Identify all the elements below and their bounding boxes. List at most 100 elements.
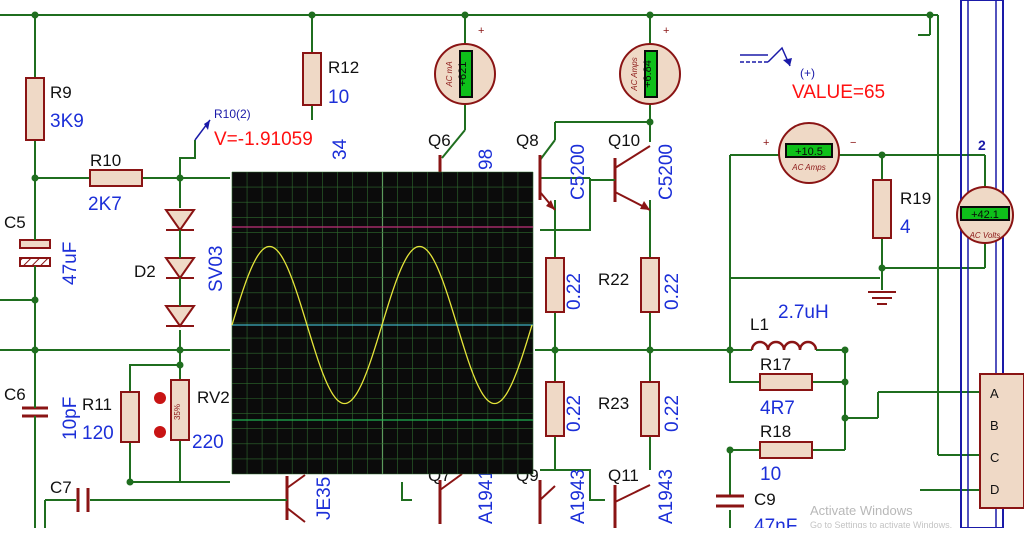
r20-value: 0.22 xyxy=(564,273,585,310)
capacitor-c6[interactable]: C6 10pF xyxy=(4,385,81,440)
resistor-r17[interactable]: R17 4R7 xyxy=(759,355,813,419)
c7-ref: C7 xyxy=(50,478,72,497)
r23-ref: R23 xyxy=(598,394,629,413)
meter-ac-amps-2-unit: AC Amps xyxy=(791,163,826,172)
r10-value: 2K7 xyxy=(88,194,122,215)
q5-value: JE35 xyxy=(314,477,335,520)
meter-ac-volts-reading: +42.1 xyxy=(971,209,999,221)
q10-value: C5200 xyxy=(656,144,677,200)
meter-ac-ma-unit: AC mA xyxy=(445,61,454,87)
transistor-q10[interactable]: Q10 C5200 xyxy=(590,131,677,211)
oscilloscope-grid xyxy=(231,171,534,475)
meter-ac-amps-2-reading: +10.5 xyxy=(795,146,823,158)
r9-ref: R9 xyxy=(50,83,72,102)
windows-activation-watermark: Activate Windows Go to Settings to activ… xyxy=(810,503,952,530)
rv2-up-button[interactable] xyxy=(154,392,166,404)
meter-ac-amps-2[interactable]: +10.5 AC Amps + − xyxy=(763,122,856,184)
oscilloscope-trace xyxy=(231,245,533,405)
q6-value: 98 xyxy=(476,149,497,170)
connector-pin-d: D xyxy=(990,482,999,497)
capacitor-c9[interactable]: C9 47nF xyxy=(716,490,797,533)
transistor-q9[interactable]: Q9 A1943 xyxy=(516,466,589,524)
resistor-r23[interactable]: R23 0.22 xyxy=(598,381,683,437)
meter-ac-amps-1-unit: AC Amps xyxy=(630,57,639,92)
resistor-r22[interactable]: R22 0.22 xyxy=(598,257,683,313)
c9-value: 47nF xyxy=(754,516,797,528)
connector-pin-c: C xyxy=(990,450,999,465)
r9-value: 3K9 xyxy=(50,111,84,132)
ground-symbol xyxy=(868,291,896,305)
voltage-probe[interactable]: R10(2) V=-1.91059 xyxy=(194,107,313,150)
l1-ref: L1 xyxy=(750,315,769,334)
l1-value: 2.7uH xyxy=(778,302,829,323)
oscilloscope-window[interactable] xyxy=(231,171,534,475)
connector-block[interactable]: A B C D xyxy=(979,373,1024,509)
c5-ref: C5 xyxy=(4,213,26,232)
d2-value: SV03 xyxy=(206,246,227,292)
inductor-l1[interactable]: L1 2.7uH xyxy=(750,302,829,351)
transistor-q8[interactable]: Q8 C5200 xyxy=(516,131,589,211)
resistor-r18[interactable]: R18 10 xyxy=(759,422,813,485)
transistor-q11[interactable]: Q11 A1943 xyxy=(608,466,677,528)
c5-value: 47uF xyxy=(60,242,81,285)
meter-ac-amps-1-reading: +6.84 xyxy=(642,60,654,88)
resistor-r12[interactable]: R12 10 xyxy=(302,52,359,108)
r18-ref: R18 xyxy=(760,422,791,441)
r10-ref: R10 xyxy=(90,151,121,170)
capacitor-c5[interactable]: C5 47uF xyxy=(4,213,81,285)
meter-ac-amps-1[interactable]: +6.84 AC Amps + xyxy=(619,25,681,105)
r22-ref: R22 xyxy=(598,270,629,289)
partial-q5-value: 34 xyxy=(330,138,351,160)
meter-ac-volts[interactable]: +42.1 AC Volts 2 xyxy=(956,137,1014,244)
watermark-subtitle: Go to Settings to activate Windows. xyxy=(810,520,952,528)
q11-value: A1943 xyxy=(656,469,677,524)
signal-generator[interactable]: (+) VALUE=65 xyxy=(740,46,885,103)
q7-value: A1941 xyxy=(476,469,497,524)
meter-ac-amps-1-plus: + xyxy=(663,25,669,37)
resistor-r19[interactable]: R19 4 xyxy=(872,179,931,239)
r21-value: 0.22 xyxy=(564,395,585,432)
connector-pin-b: B xyxy=(990,418,999,433)
resistor-r21[interactable]: 0.22 xyxy=(545,381,585,437)
meter-ac-amps-2-plus: + xyxy=(763,137,769,149)
r17-value: 4R7 xyxy=(760,398,795,419)
transistor-q6[interactable]: Q6 98 xyxy=(428,131,497,178)
rv2-ref: RV2 xyxy=(197,388,230,407)
meter-ac-amps-2-minus: − xyxy=(850,137,856,149)
resistor-r10[interactable]: R10 2K7 xyxy=(88,151,143,215)
capacitor-c7[interactable]: C7 xyxy=(50,478,90,512)
meter-ac-ma-reading: +621 xyxy=(457,62,469,87)
q10-ref: Q10 xyxy=(608,131,640,150)
q9-value: A1943 xyxy=(568,469,589,524)
q6-ref: Q6 xyxy=(428,131,451,150)
c6-value: 10pF xyxy=(60,397,81,440)
diode-d2[interactable] xyxy=(164,209,196,328)
rv2-percent: 35% xyxy=(173,404,182,420)
q8-value: C5200 xyxy=(568,144,589,200)
meter-ac-ma[interactable]: +621 AC mA + xyxy=(434,25,496,105)
probe-reading: V=-1.91059 xyxy=(214,129,313,150)
r22-value: 0.22 xyxy=(662,273,683,310)
generator-label: (+) xyxy=(800,66,815,80)
resistor-r11[interactable]: R11 120 xyxy=(82,391,140,444)
r18-value: 10 xyxy=(760,464,781,485)
resistor-r9[interactable]: R9 3K9 xyxy=(25,77,84,141)
resistor-r20[interactable]: 0.22 xyxy=(545,257,585,313)
connector-pin-a: A xyxy=(990,386,999,401)
node-number-label: 2 xyxy=(978,137,986,153)
potentiometer-rv2[interactable]: 35% RV2 220 xyxy=(154,379,230,453)
meter-ac-volts-unit: AC Volts xyxy=(969,231,1001,240)
rv2-value: 220 xyxy=(192,432,224,453)
transistor-q7[interactable]: Q7 A1941 xyxy=(428,466,497,524)
transistor-q5[interactable]: JE35 xyxy=(230,474,335,523)
c9-ref: C9 xyxy=(754,490,776,509)
r11-value: 120 xyxy=(82,423,114,444)
d2-ref: D2 xyxy=(134,262,156,281)
c6-ref: C6 xyxy=(4,385,26,404)
r11-ref: R11 xyxy=(82,395,112,414)
rv2-down-button[interactable] xyxy=(154,426,166,438)
q8-ref: Q8 xyxy=(516,131,539,150)
r23-value: 0.22 xyxy=(662,395,683,432)
